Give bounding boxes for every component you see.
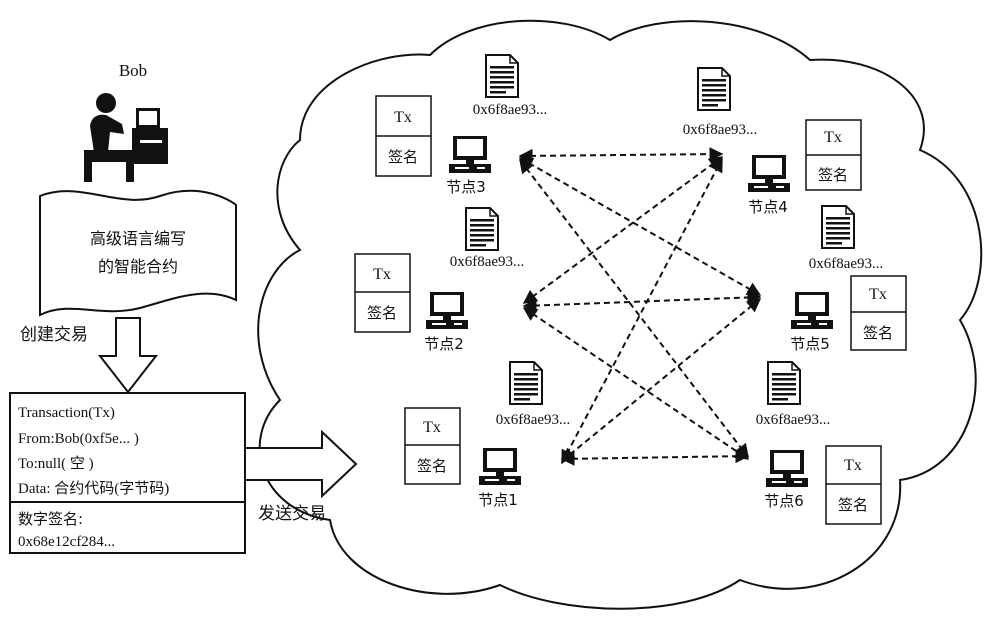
person-at-computer-icon bbox=[84, 93, 168, 182]
tx-label: Tx bbox=[394, 109, 412, 126]
document-icon bbox=[767, 361, 801, 405]
signature-label: 签名 bbox=[838, 496, 868, 514]
desktop-computer-icon bbox=[449, 136, 491, 173]
smart-contract-scroll bbox=[39, 189, 237, 317]
document-icon bbox=[509, 361, 543, 405]
tx-from: From:Bob(0xf5e... ) bbox=[18, 431, 139, 447]
scroll-line-2: 的智能合约 bbox=[98, 257, 178, 276]
tx-title: Transaction(Tx) bbox=[18, 405, 115, 421]
tx-data: Data: 合约代码(字节码) bbox=[18, 480, 169, 497]
signature-label: 签名 bbox=[417, 457, 447, 475]
desktop-computer-icon bbox=[748, 155, 790, 192]
tx-signature-value: 0x68e12cf284... bbox=[18, 534, 115, 550]
tx-box-node-3: Tx 签名 bbox=[375, 95, 432, 177]
signature-label: 签名 bbox=[388, 148, 418, 166]
signature-label: 签名 bbox=[367, 304, 397, 322]
scroll-line-1: 高级语言编写 bbox=[90, 229, 186, 248]
tx-label: Tx bbox=[844, 457, 862, 474]
tx-signature-label: 数字签名: bbox=[18, 510, 83, 528]
node-6-label: 节点6 bbox=[764, 492, 804, 510]
tx-box-node-2: Tx 签名 bbox=[354, 253, 411, 333]
document-icon bbox=[697, 67, 731, 111]
create-tx-label: 创建交易 bbox=[20, 325, 88, 345]
transaction-box: Transaction(Tx) From:Bob(0xf5e... ) To:n… bbox=[9, 392, 246, 554]
tx-to: To:null( 空 ) bbox=[18, 455, 94, 472]
node-1-label: 节点1 bbox=[478, 491, 518, 509]
document-icon bbox=[821, 205, 855, 249]
tx-label: Tx bbox=[423, 419, 441, 436]
send-tx-label: 发送交易 bbox=[258, 504, 326, 524]
signature-label: 签名 bbox=[863, 324, 893, 342]
contract-address-node-6: 0x6f8ae93... bbox=[756, 412, 831, 428]
document-icon bbox=[465, 207, 499, 251]
desktop-computer-icon bbox=[791, 292, 833, 329]
tx-box-node-6: Tx 签名 bbox=[825, 445, 882, 525]
node-4-label: 节点4 bbox=[748, 198, 788, 216]
tx-box-node-1: Tx 签名 bbox=[404, 407, 461, 485]
signature-label: 签名 bbox=[818, 166, 848, 184]
right-arrow-icon bbox=[244, 429, 358, 499]
contract-address-node-4: 0x6f8ae93... bbox=[683, 122, 758, 138]
desktop-computer-icon bbox=[479, 448, 521, 485]
peer-connections bbox=[518, 147, 762, 466]
tx-box-node-4: Tx 签名 bbox=[805, 119, 862, 191]
node-3-label: 节点3 bbox=[446, 178, 486, 196]
user-name: Bob bbox=[119, 61, 147, 80]
contract-address-node-1: 0x6f8ae93... bbox=[496, 412, 571, 428]
desktop-computer-icon bbox=[766, 450, 808, 487]
tx-label: Tx bbox=[869, 286, 887, 303]
tx-label: Tx bbox=[373, 266, 391, 283]
tx-box-node-5: Tx 签名 bbox=[850, 275, 907, 351]
node-2-label: 节点2 bbox=[424, 335, 464, 353]
tx-label: Tx bbox=[824, 129, 842, 146]
desktop-computer-icon bbox=[426, 292, 468, 329]
contract-address-node-5: 0x6f8ae93... bbox=[809, 256, 884, 272]
down-arrow-icon bbox=[97, 317, 159, 394]
contract-address-node-2: 0x6f8ae93... bbox=[450, 254, 525, 270]
node-5-label: 节点5 bbox=[790, 335, 830, 353]
document-icon bbox=[485, 54, 519, 98]
contract-address-node-3: 0x6f8ae93... bbox=[473, 102, 548, 118]
